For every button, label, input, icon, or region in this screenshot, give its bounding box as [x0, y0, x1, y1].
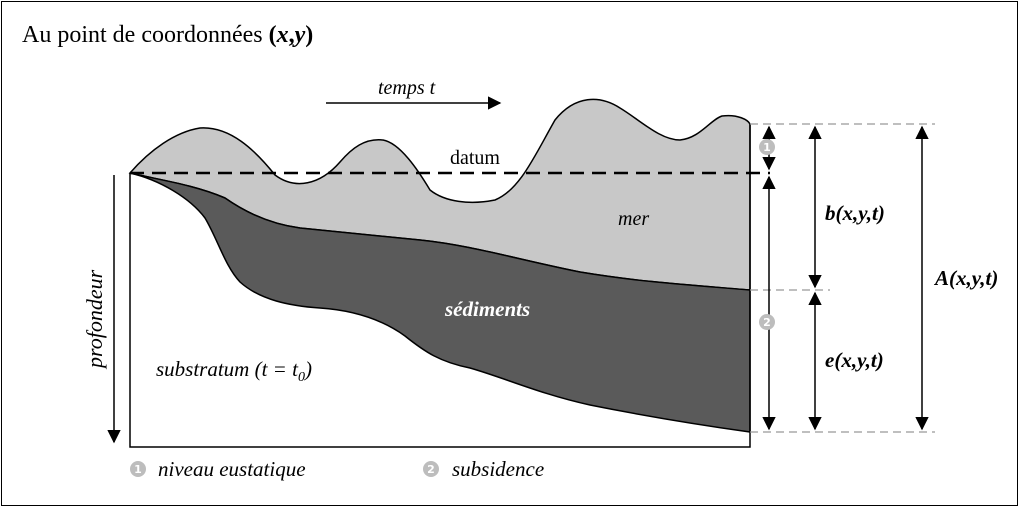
- svg-text:2: 2: [763, 316, 771, 329]
- sediment-region: [129, 172, 751, 433]
- a-label: A(x,y,t): [933, 266, 998, 290]
- diagram-title: Au point de coordonnées (x,y): [22, 22, 313, 48]
- substratum-outline: [129, 124, 751, 448]
- svg-text:1: 1: [763, 141, 771, 154]
- datum-label: datum: [450, 147, 500, 169]
- legend-item-2: 2 subsidence: [423, 457, 544, 481]
- svg-text:1: 1: [134, 463, 142, 476]
- depth-label: profondeur: [82, 269, 107, 370]
- svg-text:niveau eustatique: niveau eustatique: [158, 457, 306, 481]
- e-label: e(x,y,t): [825, 348, 884, 372]
- marker-2: 2: [759, 314, 775, 330]
- marker-1: 1: [759, 139, 775, 155]
- sea-label: mer: [618, 208, 649, 230]
- b-label: b(x,y,t): [825, 201, 885, 225]
- sediments-label: sédiments: [444, 297, 530, 321]
- svg-text:subsidence: subsidence: [452, 457, 544, 481]
- svg-text:2: 2: [427, 463, 435, 476]
- legend-item-1: 1 niveau eustatique: [130, 457, 306, 481]
- time-label: temps t: [378, 77, 436, 99]
- substratum-label: substratum (t = t0): [156, 357, 312, 385]
